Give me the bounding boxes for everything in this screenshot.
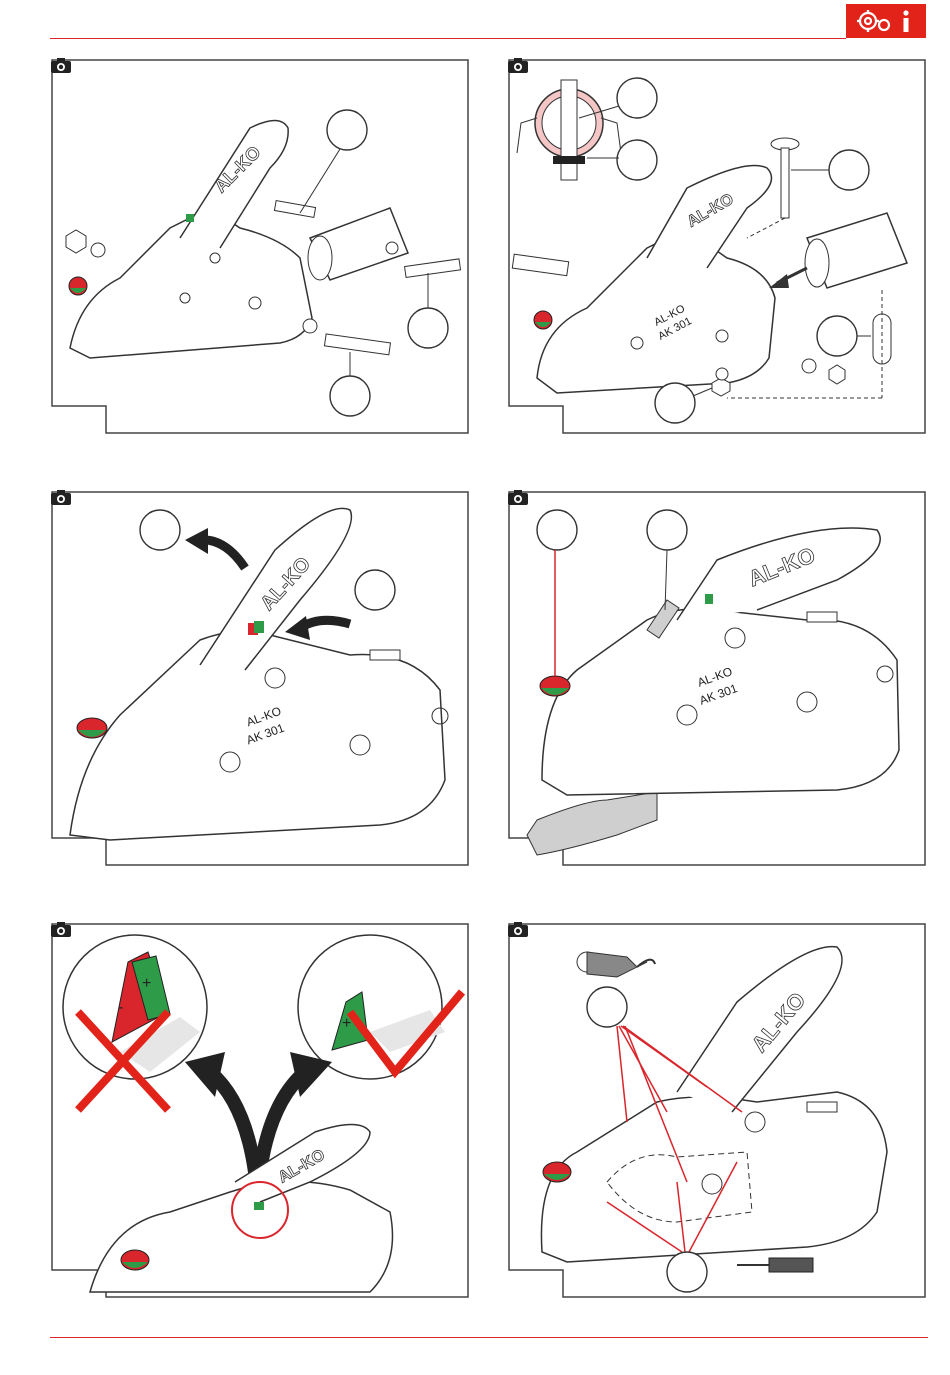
- panel-4: AL-KO AL-KO AK 301: [507, 490, 927, 867]
- panel-1: AL-KO: [50, 58, 470, 435]
- panel-6: AL-KO: [507, 922, 927, 1299]
- camera-icon: [50, 490, 72, 506]
- panel-5: - + + AL-KO: [50, 922, 470, 1299]
- panel-5-plus-left: +: [142, 975, 151, 992]
- camera-icon: [507, 490, 529, 506]
- header-rule: [50, 38, 846, 39]
- panel-2: AL-KO AL-KO AK 301: [507, 58, 927, 435]
- camera-icon: [50, 58, 72, 74]
- panel-3: AL-KO AL-KO AK 301: [50, 490, 470, 867]
- panel-5-minus: -: [118, 999, 123, 1016]
- header-badge: [846, 4, 926, 38]
- gear-info-icon: [846, 4, 926, 38]
- camera-icon: [507, 58, 529, 74]
- footer-rule: [50, 1337, 928, 1338]
- camera-icon: [507, 922, 529, 938]
- camera-icon: [50, 922, 72, 938]
